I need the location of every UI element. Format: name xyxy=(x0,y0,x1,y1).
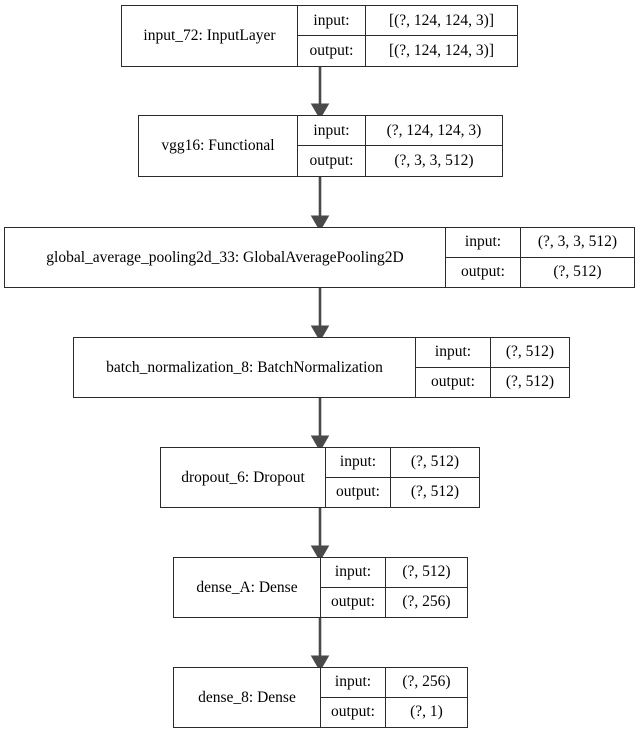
layer-name-dense_8: dense_8: Dense xyxy=(174,668,321,727)
io-label-input: input: xyxy=(321,668,386,697)
io-shape-input: (?, 512) xyxy=(402,563,451,581)
io-label-input: input: xyxy=(416,338,491,367)
io-row-output: output: (?, 3, 3, 512) xyxy=(298,146,502,176)
io-row-output: output: (?, 512) xyxy=(446,257,634,287)
layer-io-table-dropout_6: input: (?, 512) output: (?, 512) xyxy=(326,448,479,507)
io-shape-input: [(?, 124, 124, 3)] xyxy=(388,11,495,29)
io-row-input: input: (?, 512) xyxy=(416,338,569,368)
io-shape-input: (?, 512) xyxy=(410,453,460,471)
layer-node-dense_8[interactable]: dense_8: Dense input: (?, 256) output: (… xyxy=(173,667,468,728)
io-shape-output: (?, 512) xyxy=(553,263,602,281)
io-shape-input: (?, 256) xyxy=(402,673,451,691)
io-shape-output: (?, 3, 3, 512) xyxy=(394,152,474,169)
layer-name-vgg16: vgg16: Functional xyxy=(139,116,298,176)
io-label-input: input: xyxy=(298,116,366,145)
layer-io-table-input_72: input: [(?, 124, 124, 3)] output: [(?, 1… xyxy=(298,6,517,66)
io-label-output: output: xyxy=(321,697,386,727)
layer-name-batch_normalization_8: batch_normalization_8: BatchNormalizatio… xyxy=(74,338,416,397)
io-shape-output: (?, 512) xyxy=(410,483,460,501)
io-row-input: input: (?, 512) xyxy=(326,448,479,478)
io-shape-input: (?, 124, 124, 3) xyxy=(386,121,482,139)
layer-io-table-dense_A: input: (?, 512) output: (?, 256) xyxy=(321,558,467,617)
io-label-output: output: xyxy=(446,257,521,287)
io-row-input: input: (?, 512) xyxy=(321,558,467,588)
layer-io-table-global_average_pooling2d_33: input: (?, 3, 3, 512) output: (?, 512) xyxy=(446,228,634,287)
io-row-input: input: [(?, 124, 124, 3)] xyxy=(298,6,517,36)
layer-node-vgg16[interactable]: vgg16: Functional input: (?, 124, 124, 3… xyxy=(138,115,503,177)
io-row-output: output: [(?, 124, 124, 3)] xyxy=(298,36,517,66)
io-shape-output: (?, 1) xyxy=(410,703,443,721)
io-row-output: output: (?, 1) xyxy=(321,697,467,727)
layer-name-dropout_6: dropout_6: Dropout xyxy=(161,448,326,507)
io-row-output: output: (?, 512) xyxy=(326,477,479,507)
layer-node-dropout_6[interactable]: dropout_6: Dropout input: (?, 512) outpu… xyxy=(160,447,480,508)
layer-io-table-dense_8: input: (?, 256) output: (?, 1) xyxy=(321,668,467,727)
layer-node-dense_A[interactable]: dense_A: Dense input: (?, 512) output: (… xyxy=(173,557,468,618)
io-row-output: output: (?, 512) xyxy=(416,367,569,397)
io-row-output: output: (?, 256) xyxy=(321,587,467,617)
io-label-output: output: xyxy=(321,587,386,617)
layer-io-table-batch_normalization_8: input: (?, 512) output: (?, 512) xyxy=(416,338,569,397)
layer-name-global_average_pooling2d_33: global_average_pooling2d_33: GlobalAvera… xyxy=(5,228,446,287)
io-row-input: input: (?, 3, 3, 512) xyxy=(446,228,634,258)
io-label-output: output: xyxy=(298,146,366,176)
layer-node-input_72[interactable]: input_72: InputLayer input: [(?, 124, 12… xyxy=(121,5,518,67)
io-label-output: output: xyxy=(326,477,391,507)
io-label-output: output: xyxy=(416,367,491,397)
io-label-input: input: xyxy=(326,448,391,477)
io-row-input: input: (?, 124, 124, 3) xyxy=(298,116,502,146)
layer-node-batch_normalization_8[interactable]: batch_normalization_8: BatchNormalizatio… xyxy=(73,337,570,398)
layer-node-global_average_pooling2d_33[interactable]: global_average_pooling2d_33: GlobalAvera… xyxy=(4,227,635,288)
layer-io-table-vgg16: input: (?, 124, 124, 3) output: (?, 3, 3… xyxy=(298,116,502,176)
io-shape-output: (?, 256) xyxy=(402,593,451,611)
io-shape-input: (?, 3, 3, 512) xyxy=(537,233,618,251)
io-shape-output: (?, 512) xyxy=(505,373,555,391)
io-label-input: input: xyxy=(298,6,366,35)
io-label-input: input: xyxy=(446,228,521,257)
layer-name-input_72: input_72: InputLayer xyxy=(122,6,298,66)
io-shape-input: (?, 512) xyxy=(505,343,555,361)
io-row-input: input: (?, 256) xyxy=(321,668,467,698)
io-label-output: output: xyxy=(298,36,366,66)
layer-name-dense_A: dense_A: Dense xyxy=(174,558,321,617)
io-shape-output: [(?, 124, 124, 3)] xyxy=(388,42,495,59)
io-label-input: input: xyxy=(321,558,386,587)
